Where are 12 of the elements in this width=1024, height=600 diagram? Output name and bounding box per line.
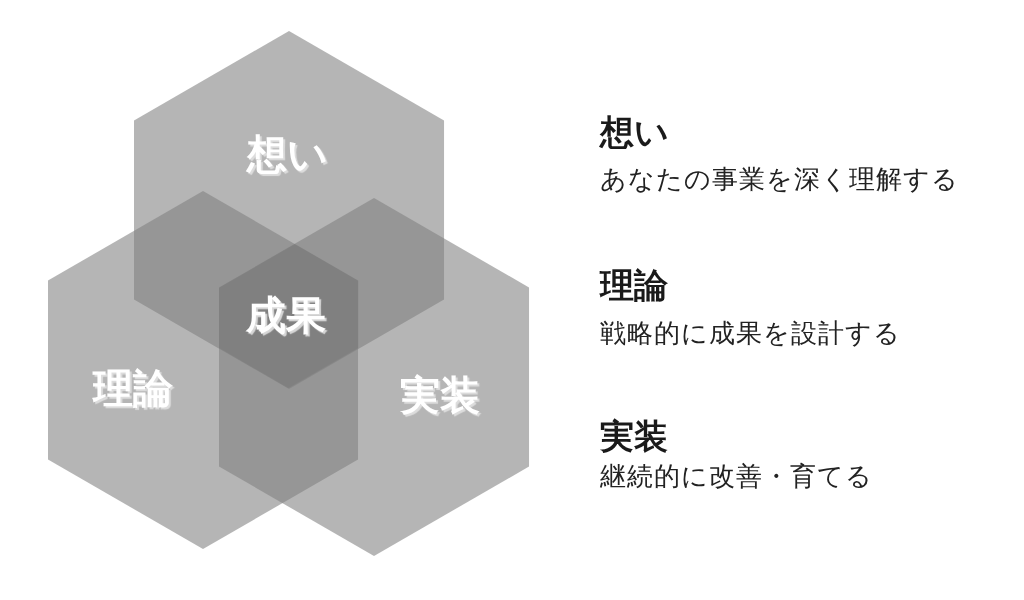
hexagon-label: 理論 (93, 366, 173, 410)
hexagon-label: 実装 (400, 373, 480, 417)
overlap-hexagon (218, 243, 358, 388)
hexagon-label: 想い (247, 132, 329, 176)
section-heading: 実装 (600, 417, 668, 457)
section-description: あなたの事業を深く理解する (600, 165, 959, 195)
section-description: 戦略的に成果を設計する (600, 319, 901, 349)
section-description: 継続的に改善・育てる (600, 462, 873, 492)
hexagon (218, 197, 529, 556)
hexagon-label: 成果 (246, 293, 326, 337)
section-heading: 理論 (600, 266, 668, 306)
section-heading: 想い (600, 113, 669, 153)
